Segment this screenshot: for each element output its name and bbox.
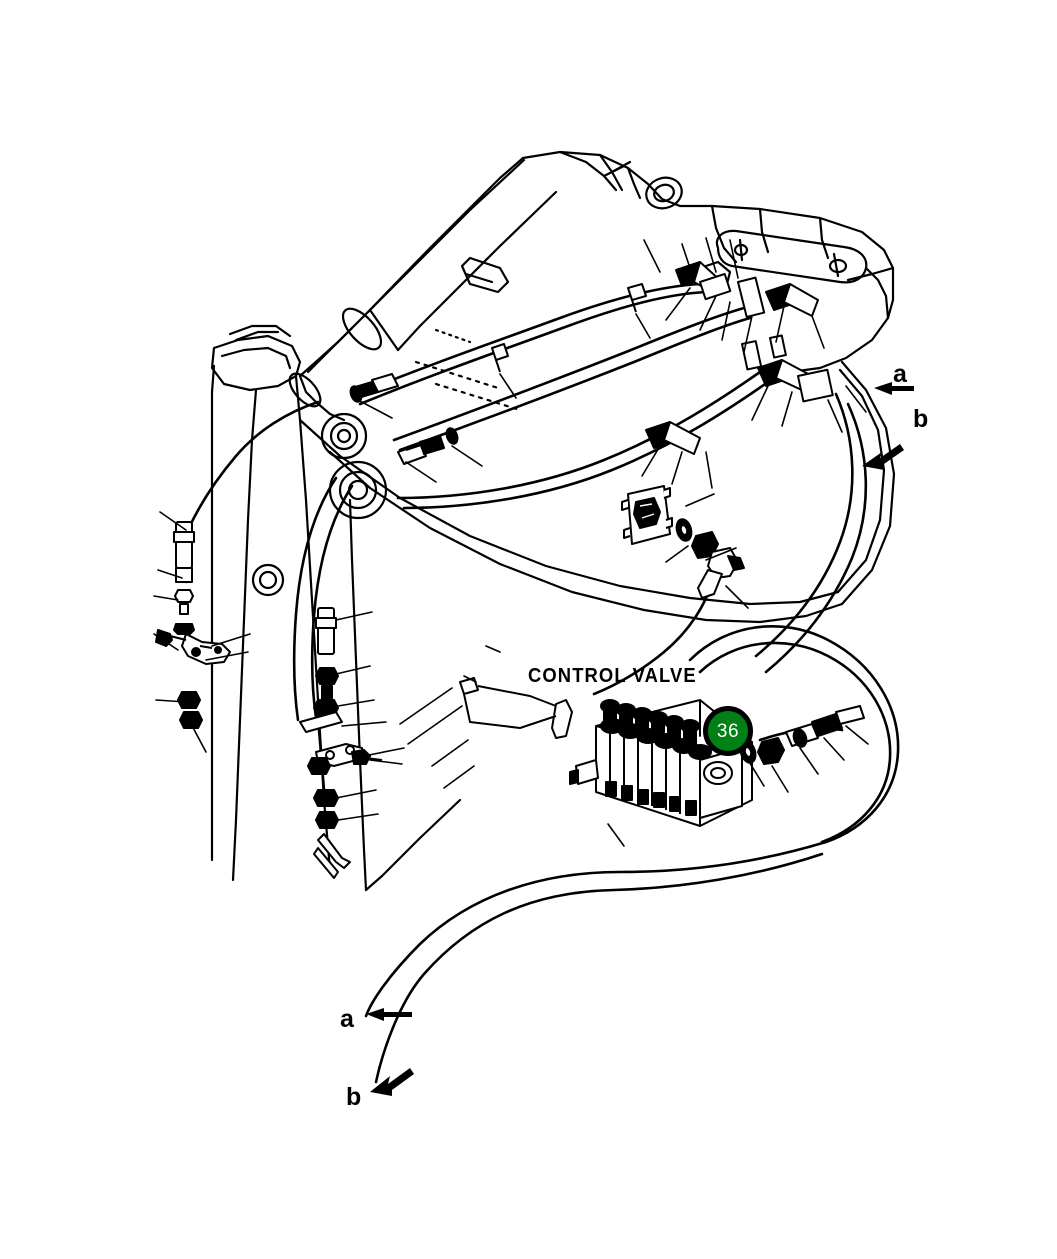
reference-label-a-bottom: a	[340, 1005, 354, 1033]
control-valve-assembly	[459, 677, 753, 827]
callout-badge-36[interactable]: 36	[703, 706, 753, 756]
fittings-upper-right-cluster	[645, 261, 834, 455]
center-bracket-assembly	[621, 485, 745, 599]
reference-label-b-bottom: b	[346, 1083, 362, 1111]
reference-label-a-top: a	[893, 360, 907, 388]
fittings-valve-right	[739, 705, 865, 765]
callout-number: 36	[716, 720, 740, 742]
control-valve-label: CONTROL VALVE	[528, 665, 697, 687]
reference-label-b-top: b	[913, 405, 929, 433]
leader-lines	[153, 237, 869, 847]
fittings-arm-column	[299, 607, 383, 879]
fittings-boom-inline	[349, 283, 647, 465]
hydraulic-hoses	[183, 282, 900, 1084]
fittings-left-column	[155, 521, 231, 729]
reference-arrows	[366, 382, 914, 1096]
